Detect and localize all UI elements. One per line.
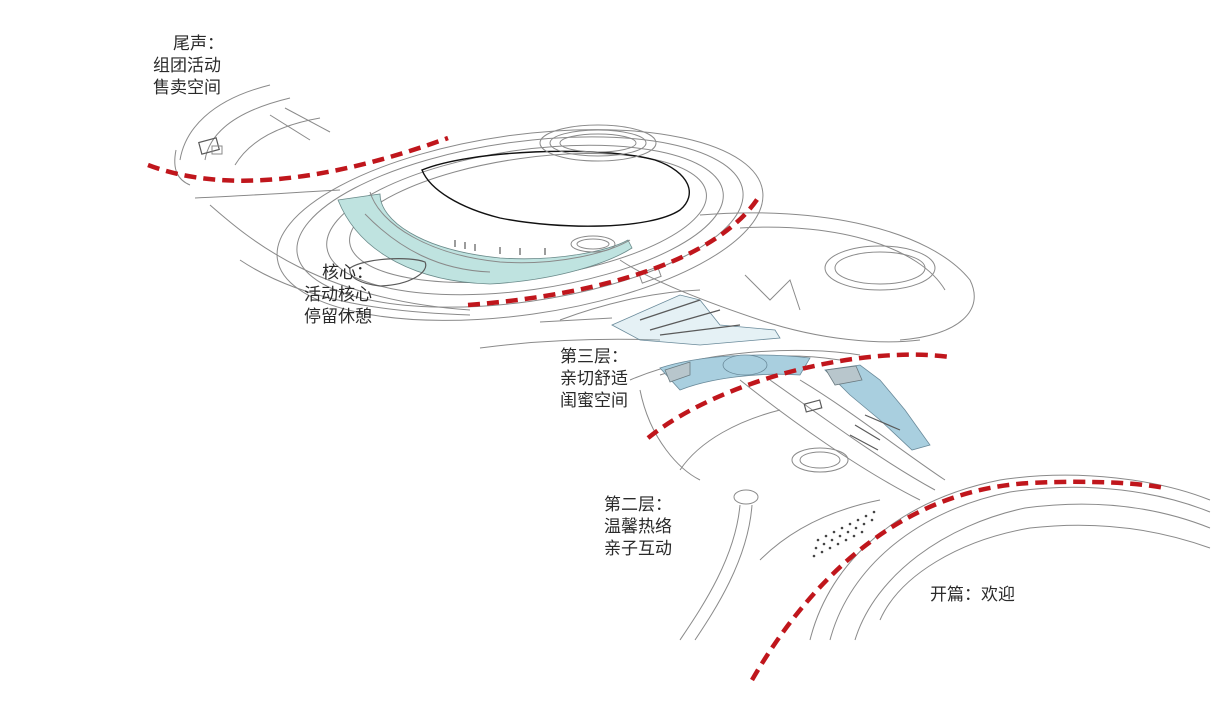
zone-dividers [147,135,1166,682]
divider-core-floor3 [467,193,762,308]
epilogue-structure [174,84,331,186]
middle-structure [479,212,975,349]
divider-floor2-opening [750,479,1166,682]
zone-line: 闺蜜空间 [560,391,628,411]
zone-line: 温馨热络 [604,517,672,537]
zone-title: 尾声： [173,34,224,54]
zone-label-floor2: 第二层： 温馨热络 亲子互动 [604,494,672,560]
zone-line: 组团活动 [153,56,221,76]
zone-title: 第二层： [604,495,672,515]
zone-line: 停留休憩 [304,307,372,327]
zone-title: 开篇：欢迎 [930,585,1015,605]
floor2-structure [629,349,946,641]
zone-line: 活动核心 [304,285,372,305]
zone-title: 核心： [322,263,373,283]
zone-label-opening: 开篇：欢迎 [930,584,1015,606]
zone-line: 亲子互动 [604,539,672,559]
zone-line: 亲切舒适 [560,369,628,389]
core-structure [194,124,764,321]
divider-floor3-floor2 [646,352,951,440]
opening-structure [759,474,1211,641]
zone-label-core: 核心： 活动核心 停留休憩 [304,262,373,328]
divider-epilogue-core [147,135,449,183]
zone-label-floor3: 第三层： 亲切舒适 闺蜜空间 [560,346,628,412]
zone-line: 售卖空间 [153,78,221,98]
zone-label-epilogue: 尾声： 组团活动 售卖空间 [153,33,224,99]
zone-title: 第三层： [560,347,628,367]
